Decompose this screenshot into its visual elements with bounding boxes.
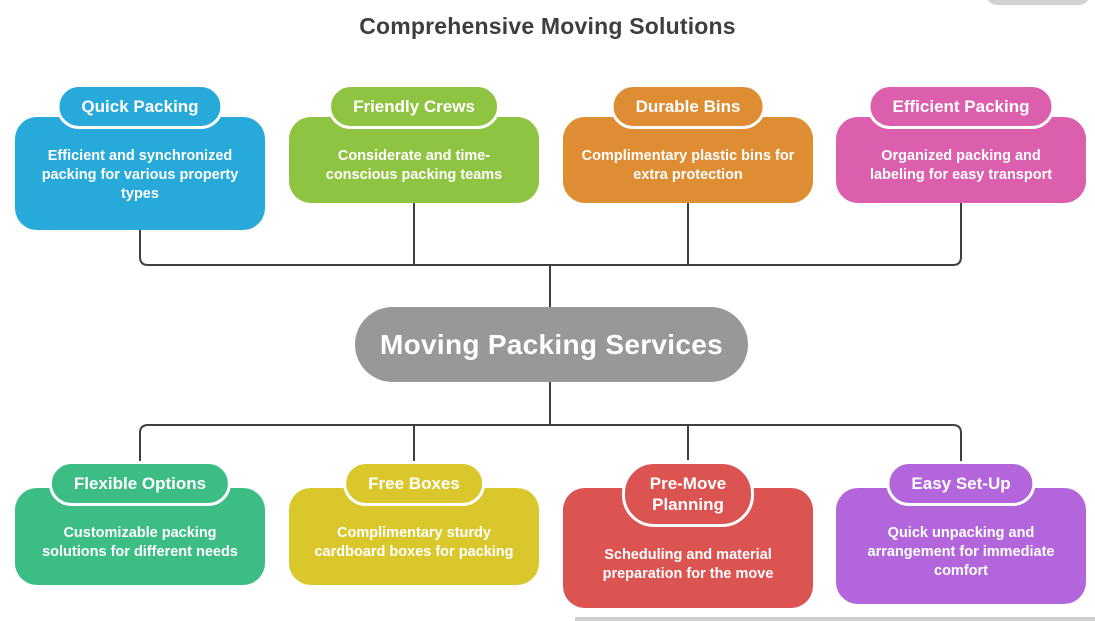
node-easy-set-up[interactable]: Easy Set-Up Quick unpacking and arrangem…: [836, 461, 1086, 604]
node-title-badge: Durable Bins: [610, 84, 766, 129]
node-pre-move-planning[interactable]: Pre-Move Planning Scheduling and materia…: [563, 461, 813, 608]
node-body: Efficient and synchronized packing for v…: [15, 117, 265, 230]
bottom-bus-line: [139, 424, 962, 462]
node-description: Customizable packing solutions for diffe…: [42, 525, 238, 560]
node-quick-packing[interactable]: Quick Packing Efficient and synchronized…: [15, 84, 265, 230]
center-node-moving-packing-services[interactable]: Moving Packing Services: [355, 307, 748, 382]
node-description: Complimentary sturdy cardboard boxes for…: [314, 525, 514, 560]
node-description: Organized packing and labeling for easy …: [869, 148, 1053, 183]
node-efficient-packing[interactable]: Efficient Packing Organized packing and …: [836, 84, 1086, 203]
page-title: Comprehensive Moving Solutions: [359, 13, 736, 39]
node-title-badge: Friendly Crews: [328, 84, 500, 129]
center-node-label: Moving Packing Services: [379, 328, 724, 360]
cutoff-button-top-right[interactable]: [986, 0, 1090, 5]
node-description: Efficient and synchronized packing for v…: [41, 148, 239, 202]
node-body: Considerate and time-conscious packing t…: [289, 117, 539, 203]
node-description: Considerate and time-conscious packing t…: [325, 148, 503, 183]
node-flexible-options[interactable]: Flexible Options Customizable packing so…: [15, 461, 265, 585]
node-body: Complimentary plastic bins for extra pro…: [563, 117, 813, 203]
node-friendly-crews[interactable]: Friendly Crews Considerate and time-cons…: [289, 84, 539, 203]
node-title-badge: Quick Packing: [56, 84, 224, 129]
node-body: Quick unpacking and arrangement for imme…: [836, 488, 1086, 604]
node-title-badge: Pre-Move Planning: [622, 461, 754, 527]
node-title-badge: Free Boxes: [343, 461, 485, 506]
cutoff-bar-bottom-right: [575, 617, 1095, 621]
node-description: Scheduling and material preparation for …: [602, 547, 774, 582]
node-title-badge: Efficient Packing: [867, 84, 1055, 129]
node-free-boxes[interactable]: Free Boxes Complimentary sturdy cardboar…: [289, 461, 539, 585]
node-title-badge: Flexible Options: [48, 461, 232, 506]
node-description: Quick unpacking and arrangement for imme…: [867, 525, 1055, 579]
node-body: Organized packing and labeling for easy …: [836, 117, 1086, 203]
node-description: Complimentary plastic bins for extra pro…: [581, 148, 795, 183]
node-durable-bins[interactable]: Durable Bins Complimentary plastic bins …: [563, 84, 813, 203]
node-title-badge: Easy Set-Up: [886, 461, 1036, 506]
